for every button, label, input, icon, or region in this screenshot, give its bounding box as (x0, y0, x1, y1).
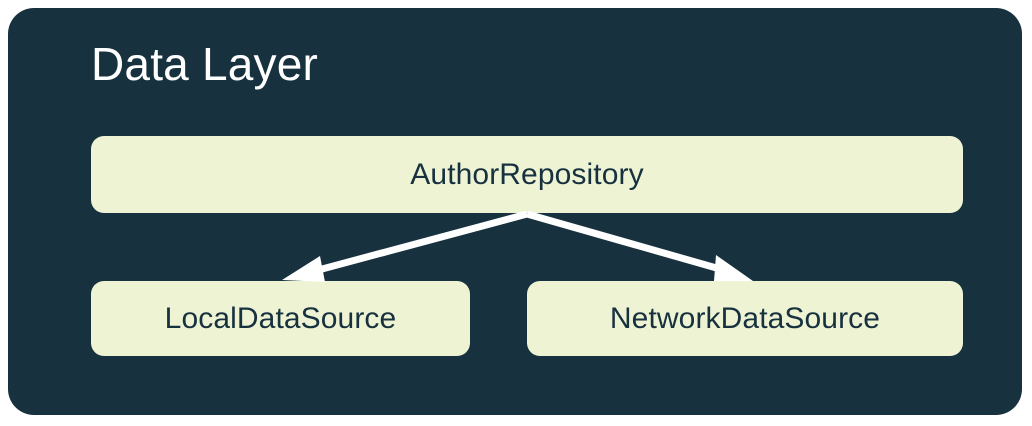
node-local-data-source[interactable]: LocalDataSource (91, 281, 470, 356)
arrow-line-repository-to-network (526, 210, 721, 273)
node-label-author-repository: AuthorRepository (410, 157, 644, 191)
arrow-head-repository-to-network (714, 255, 753, 281)
node-author-repository[interactable]: AuthorRepository (91, 136, 963, 213)
arrow-repository-to-network (526, 210, 753, 281)
node-label-local-data-source: LocalDataSource (164, 301, 397, 335)
arrow-head-repository-to-local (282, 256, 325, 282)
arrow-line-repository-to-local (310, 210, 528, 276)
data-layer-panel: Data Layer AuthorRepository LocalDataSou… (8, 8, 1022, 415)
page-title: Data Layer (91, 38, 319, 90)
arrow-repository-to-local (282, 210, 528, 282)
node-label-network-data-source: NetworkDataSource (609, 301, 881, 335)
node-network-data-source[interactable]: NetworkDataSource (527, 281, 963, 356)
